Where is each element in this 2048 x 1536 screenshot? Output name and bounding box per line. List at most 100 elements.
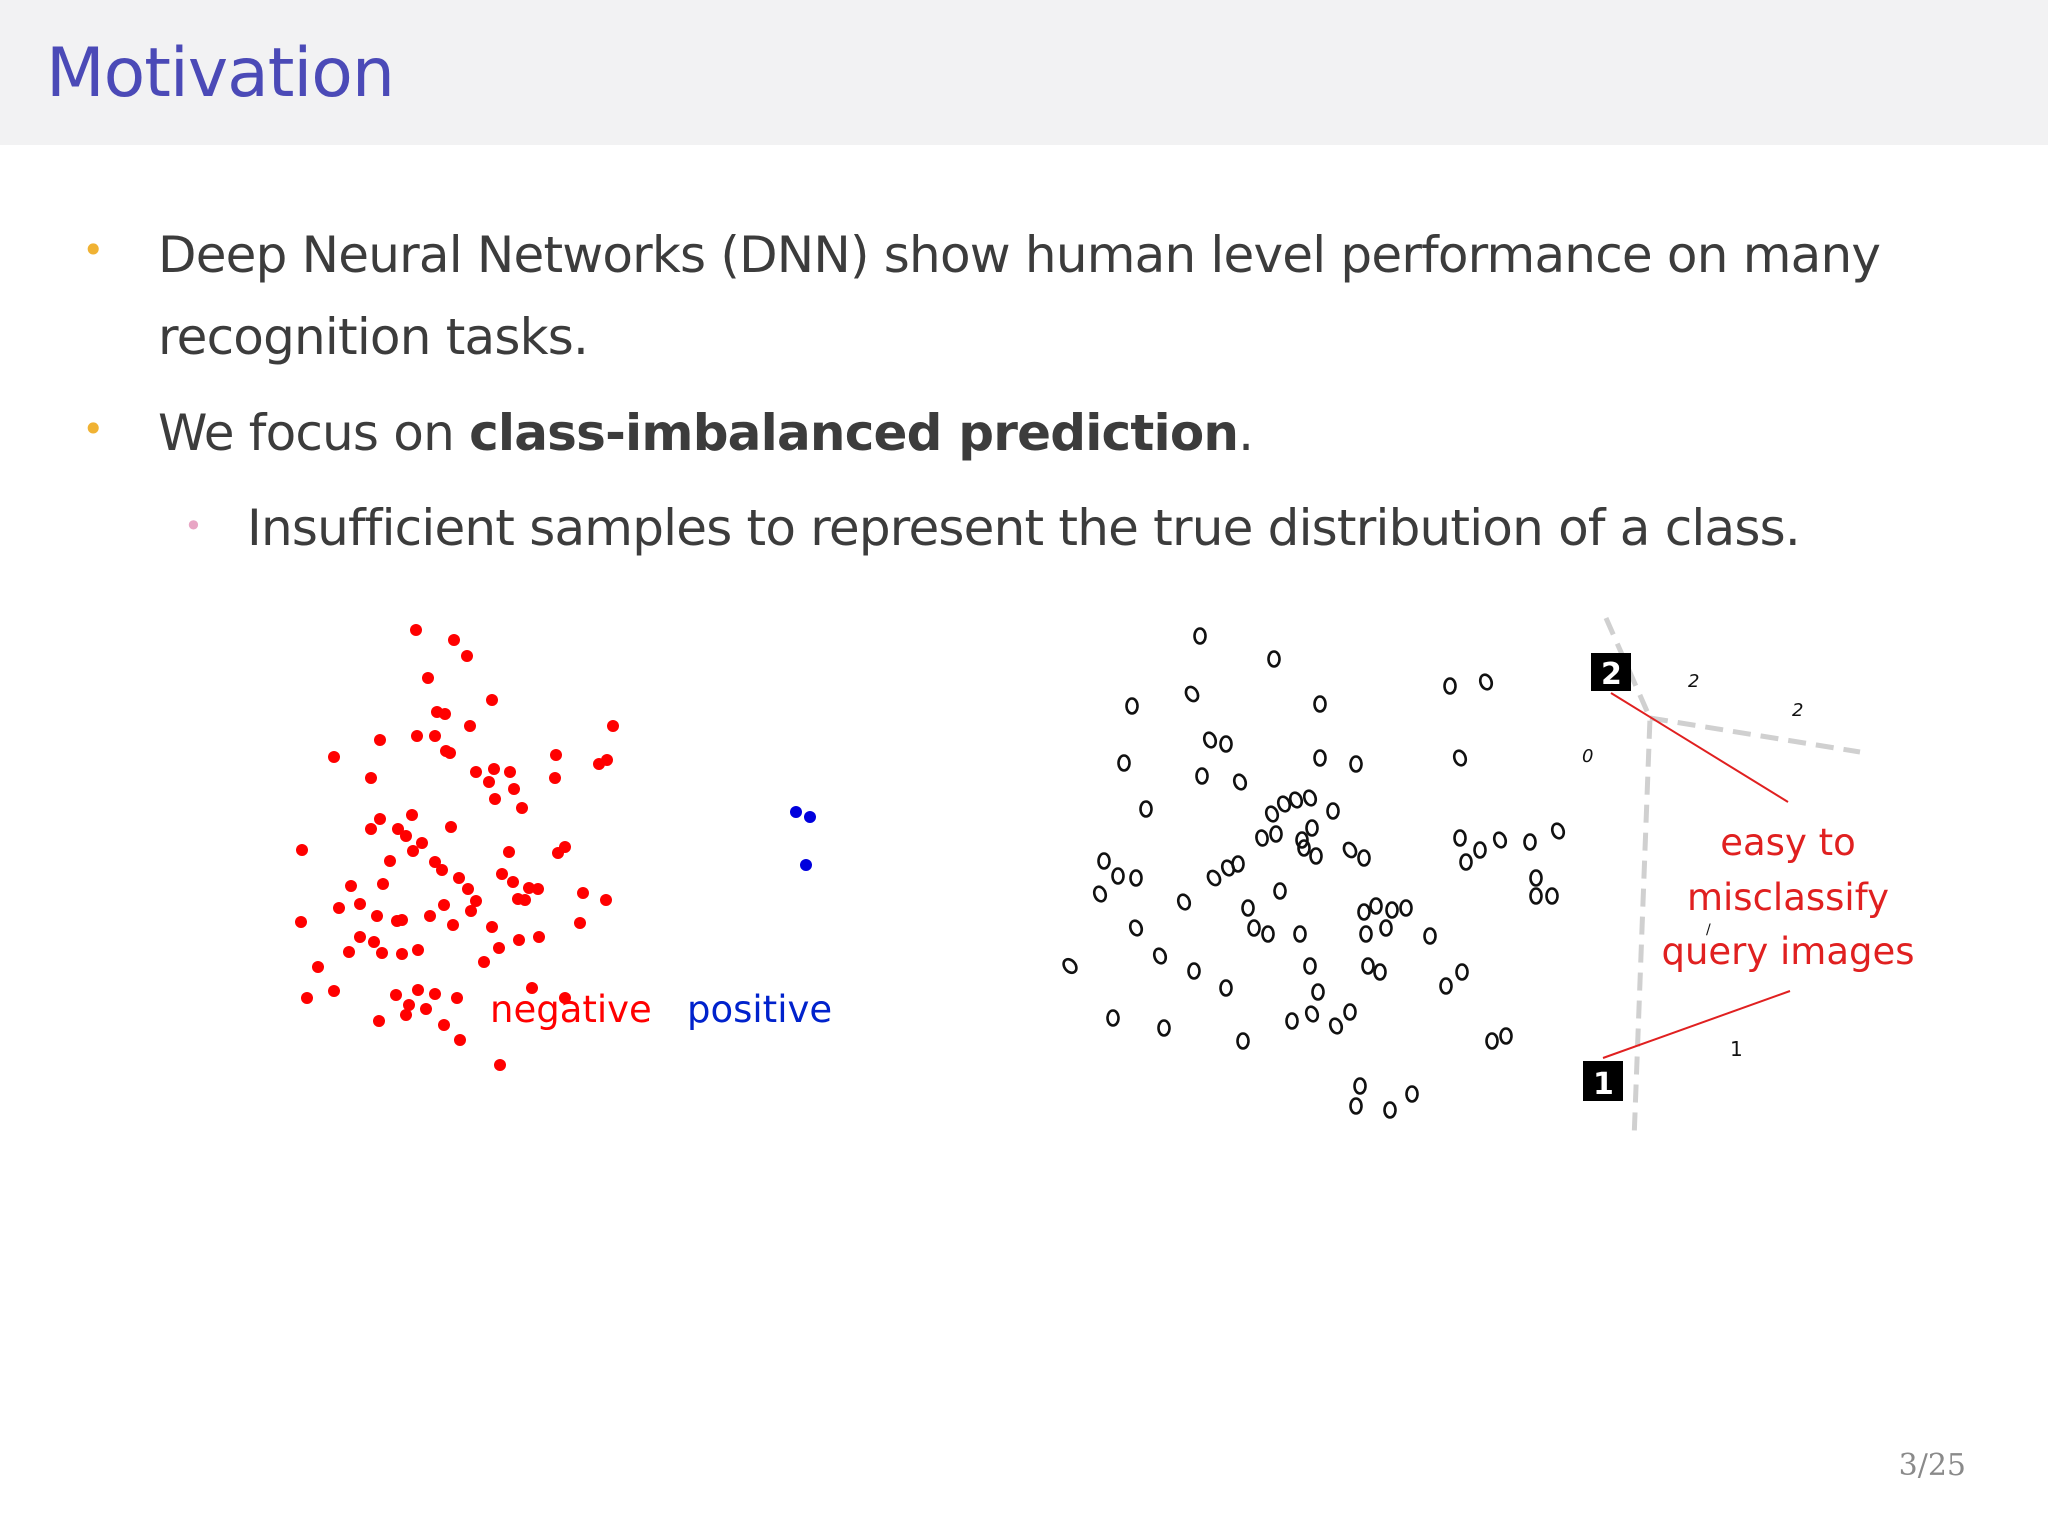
negative-point (448, 634, 460, 646)
zero-digit-sample (1357, 903, 1371, 921)
zero-digit-sample (1117, 754, 1131, 772)
query-image-one (1583, 1061, 1623, 1101)
negative-point (377, 878, 389, 890)
decision-boundary-vertical (1603, 616, 1653, 1141)
zero-digit-sample (1236, 1032, 1250, 1050)
zero-digit-sample (1106, 1009, 1120, 1027)
negative-point (390, 989, 402, 1001)
negative-point (503, 846, 515, 858)
zero-digit-sample (1529, 887, 1543, 905)
negative-point (295, 916, 307, 928)
zero-digit-sample (1453, 829, 1467, 847)
zero-digit-sample (1206, 869, 1222, 887)
zero-digit-sample (1423, 927, 1437, 945)
negative-point (403, 999, 415, 1011)
negative-point (488, 763, 500, 775)
zero-digit-sample (1269, 825, 1283, 843)
negative-point (470, 895, 482, 907)
bullet-marker: • (82, 407, 105, 451)
negative-label: negative (490, 988, 652, 1031)
query-digit-two: 2 (1601, 657, 1622, 692)
query-image-two (1591, 653, 1631, 691)
zero-digit-sample (1373, 963, 1387, 981)
negative-point (301, 992, 313, 1004)
zero-digit-sample (1157, 1019, 1171, 1037)
zero-digit-sample (1129, 869, 1143, 887)
digit-two-sample: 2 (1792, 700, 1803, 721)
negative-point (470, 766, 482, 778)
zero-digit-sample (1062, 957, 1078, 975)
zero-digit-sample (1326, 802, 1340, 820)
zero-digit-sample (1125, 697, 1139, 715)
digit-embedding-figure: 2 2 0 1 / 2 1 easy to misclassify query … (1030, 600, 1950, 1160)
negative-point (374, 813, 386, 825)
negative-point (494, 1059, 506, 1071)
zero-digit-sample (1443, 677, 1457, 695)
zero-digit-sample (1342, 841, 1358, 859)
negative-point (424, 910, 436, 922)
negative-point (328, 751, 340, 763)
positive-point (800, 859, 812, 871)
zero-digit-sample (1399, 899, 1413, 917)
negative-point (345, 880, 357, 892)
zero-digit-sample (1499, 1027, 1513, 1045)
zero-digit-sample (1452, 749, 1468, 767)
zero-digit-sample (1353, 1077, 1367, 1095)
negative-point (400, 1009, 412, 1021)
zero-digit-sample (1128, 919, 1144, 937)
zero-digit-sample (1092, 885, 1108, 903)
zero-digit-sample (1293, 925, 1307, 943)
negative-point (392, 823, 404, 835)
negative-point (462, 883, 474, 895)
negative-point (532, 883, 544, 895)
annotation-line-2: misclassify (1687, 876, 1889, 919)
zero-digit-sample (1529, 869, 1543, 887)
negative-point (436, 864, 448, 876)
digit-one-sample: / (1706, 922, 1711, 938)
zero-digit-sample (1285, 1012, 1299, 1030)
negative-point (429, 730, 441, 742)
annotation-line-1: easy to (1720, 821, 1856, 864)
negative-point (483, 776, 495, 788)
zero-digit-sample (1241, 899, 1255, 917)
bullet-2-prefix: We focus on (158, 404, 470, 462)
zero-digit-sample (1439, 977, 1453, 995)
zero-digit-sample (1369, 897, 1383, 915)
negative-point (400, 830, 412, 842)
zero-digit-sample (1550, 822, 1566, 840)
positive-label: positive (687, 988, 832, 1031)
zero-digit-sample (1473, 841, 1487, 859)
negative-point (444, 747, 456, 759)
zero-digit-sample (1247, 919, 1261, 937)
zero-digit-sample (1311, 983, 1325, 1001)
negative-point (384, 855, 396, 867)
zero-digit-sample (1276, 795, 1292, 813)
zero-digit-sample (1328, 1017, 1344, 1035)
zero-digit-sample (1097, 852, 1111, 870)
zero-digit-sample (1523, 833, 1537, 851)
negative-point (438, 1019, 450, 1031)
zero-digit-sample (1357, 849, 1371, 867)
negative-point (507, 876, 519, 888)
negative-point (407, 845, 419, 857)
zero-digit-sample (1349, 755, 1363, 773)
zero-digit-sample (1267, 650, 1281, 668)
zero-digit-sample (1139, 800, 1153, 818)
negative-point (416, 837, 428, 849)
zero-digit-sample (1379, 919, 1393, 937)
negative-point (519, 894, 531, 906)
zero-digit-sample (1111, 867, 1125, 885)
negative-point (577, 887, 589, 899)
negative-point (396, 948, 408, 960)
zero-digit-sample (1361, 957, 1375, 975)
negative-point (429, 988, 441, 1000)
slide-header: Motivation (0, 0, 2048, 145)
zero-digit-sample (1459, 853, 1473, 871)
negative-point (464, 720, 476, 732)
negative-point (429, 856, 441, 868)
zero-digit-sample (1193, 627, 1207, 645)
bullet-2-suffix: . (1238, 404, 1254, 462)
negative-point (343, 946, 355, 958)
negative-point (516, 802, 528, 814)
zero-digit-sample (1492, 831, 1508, 849)
